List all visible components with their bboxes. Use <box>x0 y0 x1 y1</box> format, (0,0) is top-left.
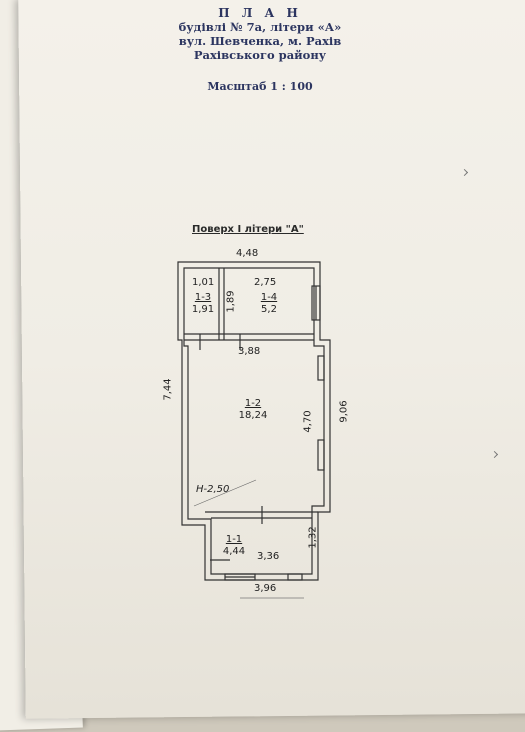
room-13-id: 1-3 <box>194 292 212 303</box>
room-12-area: 18,24 <box>238 410 268 421</box>
room-11-id: 1-1 <box>225 534 243 545</box>
room-12: 1-2 18,24 <box>234 398 272 422</box>
room-13-width: 1,01 <box>192 277 215 288</box>
doc-title: П Л А Н <box>218 6 302 20</box>
room-14: 1-4 5,2 <box>252 292 286 316</box>
room-14-id: 1-4 <box>260 292 278 303</box>
dim-right: 9,06 <box>338 400 350 423</box>
dim-left: 7,44 <box>162 378 174 401</box>
doc-line-3: Рахівського району <box>193 48 327 62</box>
floor-title: Поверх I літери "А" <box>192 224 304 235</box>
dim-top: 4,48 <box>236 248 259 259</box>
room-12-width: 3,88 <box>238 346 261 357</box>
doc-line-2: вул. Шевченка, м. Рахів <box>178 34 342 48</box>
room-11-depth: 1,32 <box>307 526 319 549</box>
window-11b <box>287 573 303 581</box>
room-14-depth: 1,89 <box>225 290 237 313</box>
room-14-width: 2,75 <box>254 277 277 288</box>
doc-scale: Масштаб 1 : 100 <box>207 80 313 93</box>
height-label: H-2,50 <box>196 484 230 495</box>
room-13-area: 1,91 <box>191 304 215 315</box>
window-12b <box>317 439 325 471</box>
room-11-area: 4,44 <box>222 546 246 557</box>
room-13: 1-3 1,91 <box>188 292 218 316</box>
doc-line-1: будівлі № 7а, літери «А» <box>178 20 342 34</box>
inner-wall <box>183 267 325 575</box>
outer-wall <box>177 261 331 581</box>
floor-plan <box>177 261 331 599</box>
room-12-depth: 4,70 <box>302 410 314 433</box>
room-14-area: 5,2 <box>261 304 277 315</box>
height-leader <box>193 479 257 507</box>
room-11-width: 3,36 <box>257 551 280 562</box>
room-12-id: 1-2 <box>244 398 262 409</box>
document-header: П Л А Н будівлі № 7а, літери «А» вул. Ше… <box>150 6 370 94</box>
dim-bottom: 3,96 <box>254 583 277 594</box>
window-12a <box>317 355 325 381</box>
room-11: 1-1 4,44 <box>218 534 250 558</box>
